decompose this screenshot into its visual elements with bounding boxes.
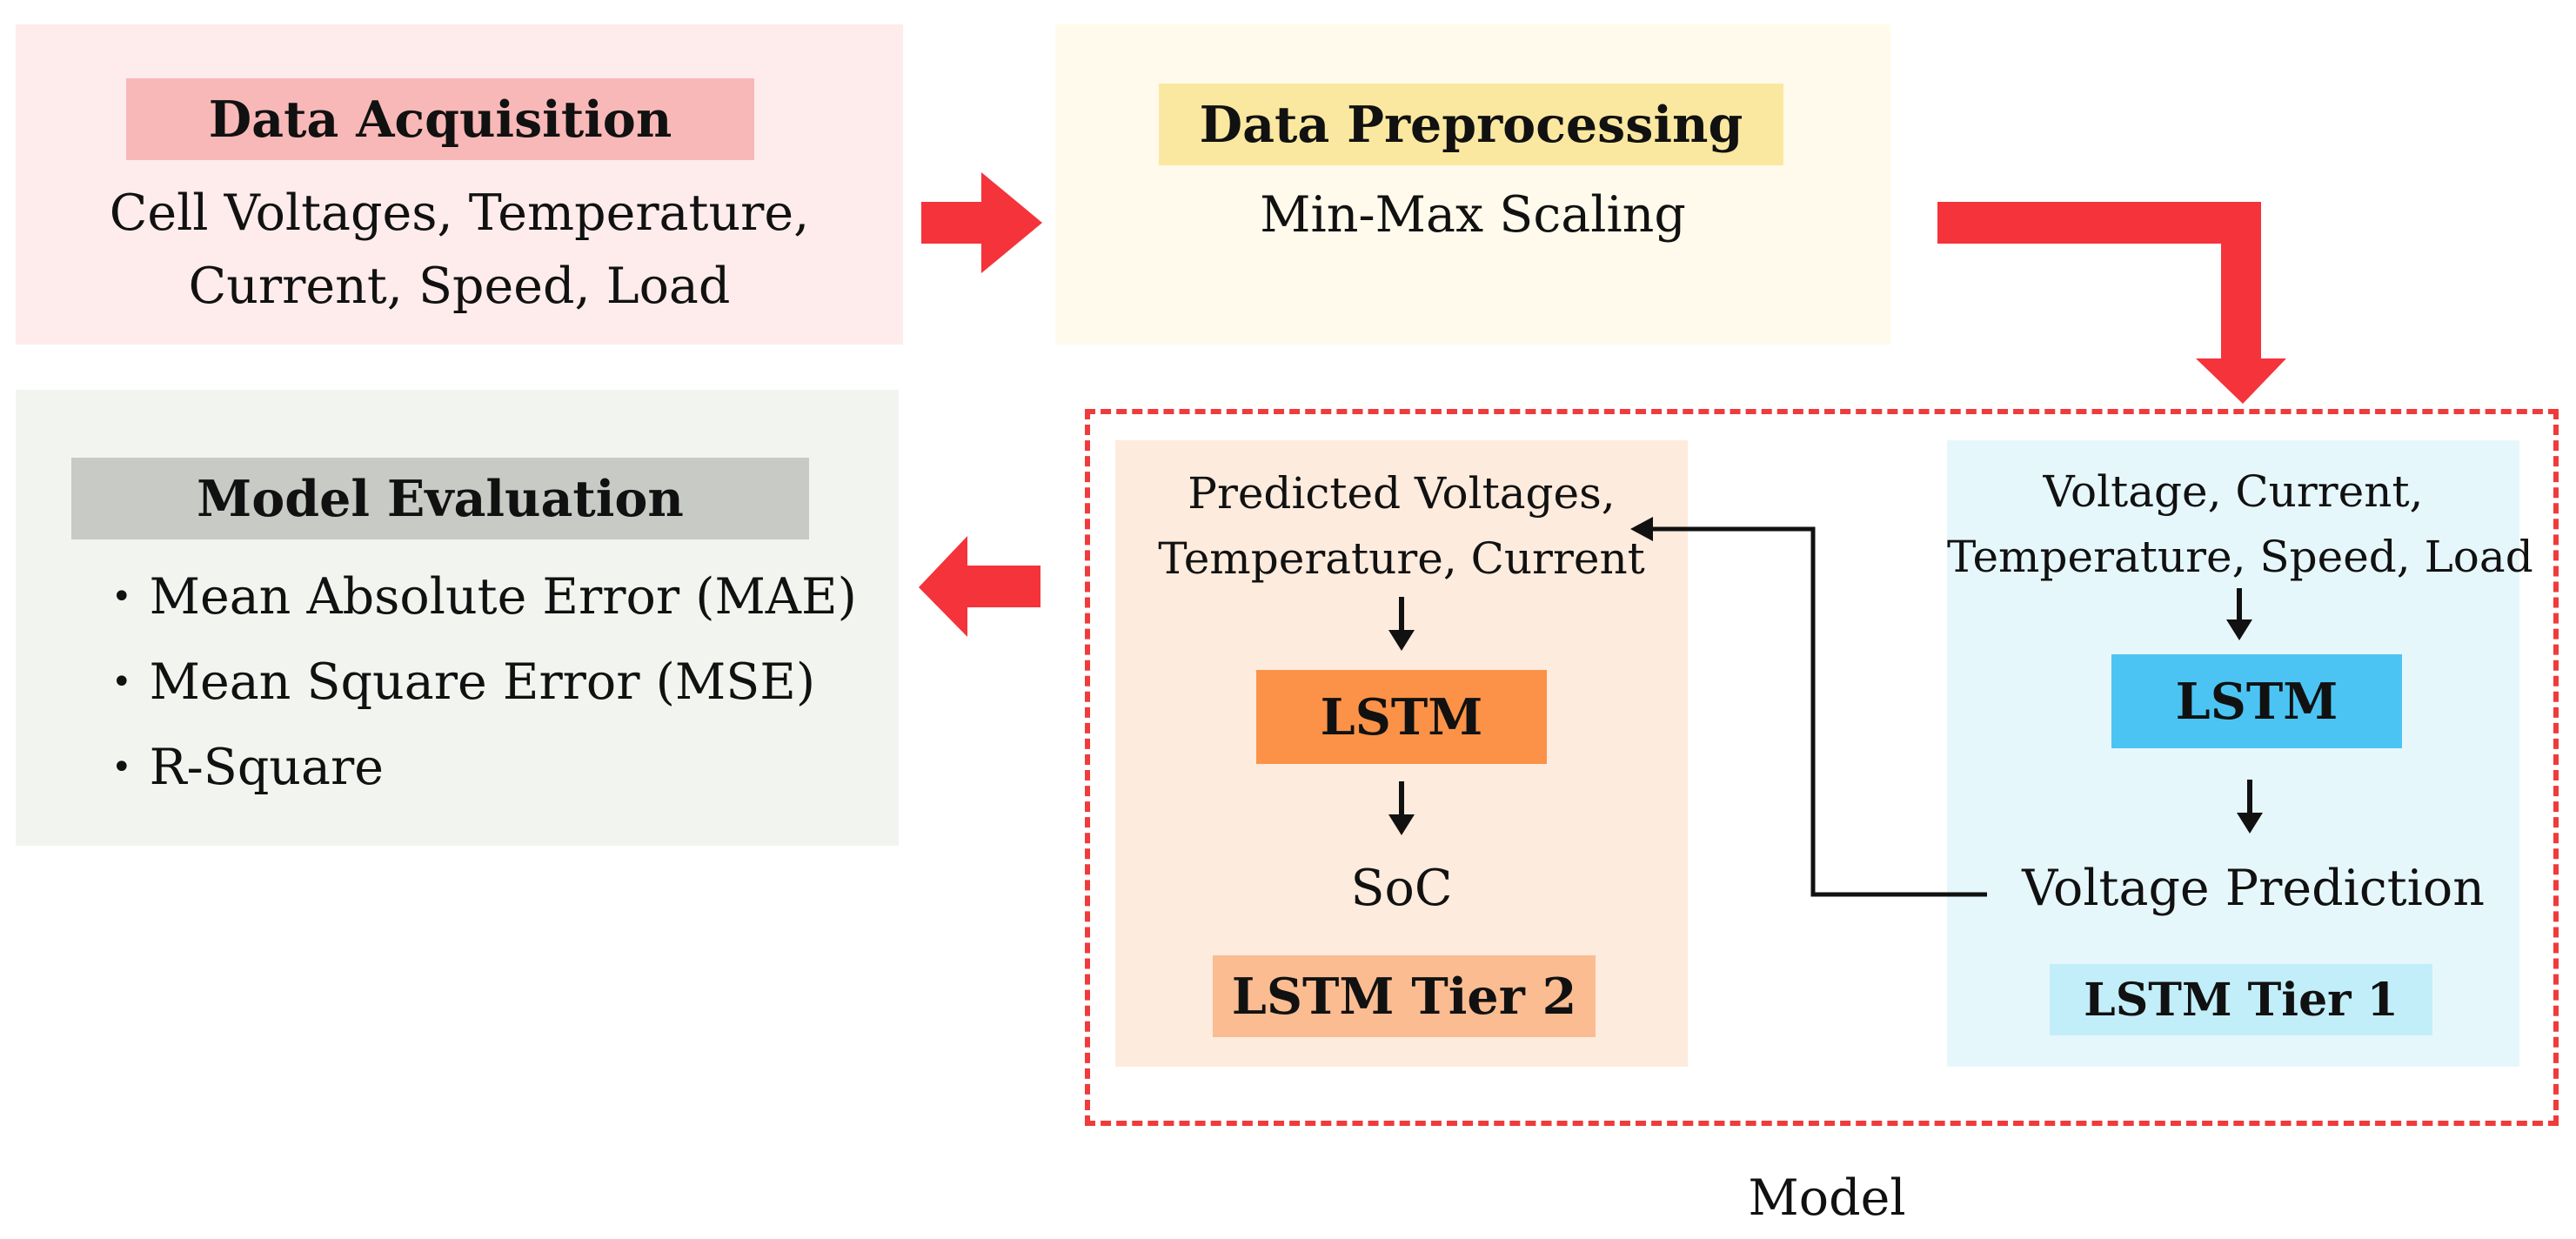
data-acquisition-line-1: Cell Voltages, Temperature, [109,184,810,242]
metric-r-square: R-Square [111,727,857,813]
tier-2-input-line-2: Temperature, Current [1158,533,1645,584]
tier-2-output: SoC [1350,860,1453,917]
data-preprocessing-text: Min-Max Scaling [1260,186,1686,244]
data-preprocessing-title: Data Preprocessing [1159,84,1783,165]
tier-2-output-arrowhead [1388,814,1415,835]
tier-2-input-arrowhead [1388,630,1415,651]
data-acquisition-line-2: Current, Speed, Load [188,258,731,315]
arrow-acquisition-to-preprocessing [921,172,1042,273]
arrow-preprocessing-to-model [1937,202,2286,404]
model-container [1085,409,2559,1126]
lstm-tier-1-panel [1947,440,2519,1067]
tier-1-input-line-1: Voltage, Current, [2043,466,2424,517]
tier-2-label: LSTM Tier 2 [1213,955,1596,1037]
model-evaluation-title: Model Evaluation [71,458,809,539]
data-acquisition-title: Data Acquisition [126,78,754,160]
model-evaluation-list: Mean Absolute Error (MAE) Mean Square Er… [111,557,857,813]
model-label: Model [1748,1169,1906,1227]
tier-1-label: LSTM Tier 1 [2050,964,2432,1035]
metric-mse: Mean Square Error (MSE) [111,642,857,727]
arrow-model-to-evaluation [919,536,1040,637]
tier-1-output-arrowhead [2237,813,2263,834]
connector-voltage-prediction-to-tier-2 [1646,526,1987,897]
tier-1-input-line-2: Temperature, Speed, Load [1947,532,2533,582]
tier-1-input-arrowhead [2226,620,2252,640]
tier-1-output: Voltage Prediction [2022,860,2485,917]
data-acquisition-panel [16,24,903,345]
tier-2-lstm-block: LSTM [1256,670,1547,764]
metric-mae: Mean Absolute Error (MAE) [111,557,857,642]
tier-2-input-line-1: Predicted Voltages, [1188,468,1616,519]
connector-arrowhead-tier-2-input [1630,517,1653,541]
tier-1-lstm-block: LSTM [2111,654,2402,748]
data-preprocessing-panel [1055,24,1890,345]
